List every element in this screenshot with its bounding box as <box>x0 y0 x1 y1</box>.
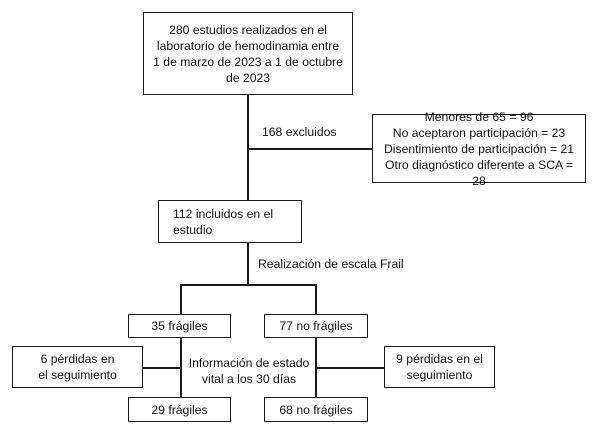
included-box: 112 incluidos en el estudio <box>158 200 302 243</box>
connector-to-excluded <box>247 148 372 150</box>
non-fragile-final-label: 68 no frágiles <box>279 402 353 417</box>
exclusion-line-4: Otro diagnóstico diferente a SCA = 28 <box>384 157 573 188</box>
connector-split-horizontal <box>180 284 316 286</box>
connector-split-right-down <box>315 284 317 314</box>
lost-left-line-2: el seguimiento <box>38 368 117 382</box>
frail-scale-label: Realización de escala Frail <box>258 257 404 271</box>
total-line-4: de 2023 <box>225 70 271 85</box>
exclusion-line-3: Disentimiento de participación = 21 <box>383 141 575 156</box>
total-line-2: laboratorio de hemodinamia entre <box>156 38 340 53</box>
connector-split-left-down <box>180 284 182 314</box>
lost-left-box: 6 pérdidas en el seguimiento <box>12 346 143 388</box>
exclusion-line-1: Menores de 65 = 96 <box>424 109 534 124</box>
included-line-2: estudio <box>173 222 213 237</box>
vital-status-label: Información de estado vital a los 30 día… <box>183 355 315 387</box>
total-line-3: 1 de marzo de 2023 a 1 de octubre <box>153 54 343 69</box>
exclusion-line-2: No aceptaron participación = 23 <box>392 125 566 140</box>
lost-right-line-1: 9 pérdidas en el <box>396 352 483 366</box>
total-studies-box: 280 estudios realizados en el laboratori… <box>143 12 353 95</box>
vital-status-line-2: vital a los 30 días <box>201 372 297 386</box>
lost-right-line-2: seguimiento <box>406 368 473 382</box>
non-fragile-box: 77 no frágiles <box>264 314 368 338</box>
connector-included-down <box>247 242 249 284</box>
fragile-final-label: 29 frágiles <box>151 402 208 417</box>
included-line-1: 112 incluidos en el <box>173 206 274 221</box>
non-fragile-final-box: 68 no frágiles <box>264 397 368 422</box>
excluded-count-label: 168 excluidos <box>262 125 337 139</box>
fragile-label: 35 frágiles <box>151 319 208 333</box>
total-line-1: 280 estudios realizados en el <box>169 22 327 37</box>
fragile-box: 35 frágiles <box>128 314 231 338</box>
lost-right-box: 9 pérdidas en el seguimiento <box>384 346 495 388</box>
connector-to-lost-right <box>315 367 384 369</box>
non-fragile-label: 77 no frágiles <box>279 319 353 333</box>
vital-status-line-1: Información de estado <box>188 356 310 370</box>
exclusion-detail-box: Menores de 65 = 96 No aceptaron particip… <box>372 110 586 188</box>
connector-total-to-included <box>247 94 249 200</box>
fragile-final-box: 29 frágiles <box>128 397 231 422</box>
lost-left-line-1: 6 pérdidas en <box>40 352 115 366</box>
connector-to-lost-left <box>142 367 181 369</box>
